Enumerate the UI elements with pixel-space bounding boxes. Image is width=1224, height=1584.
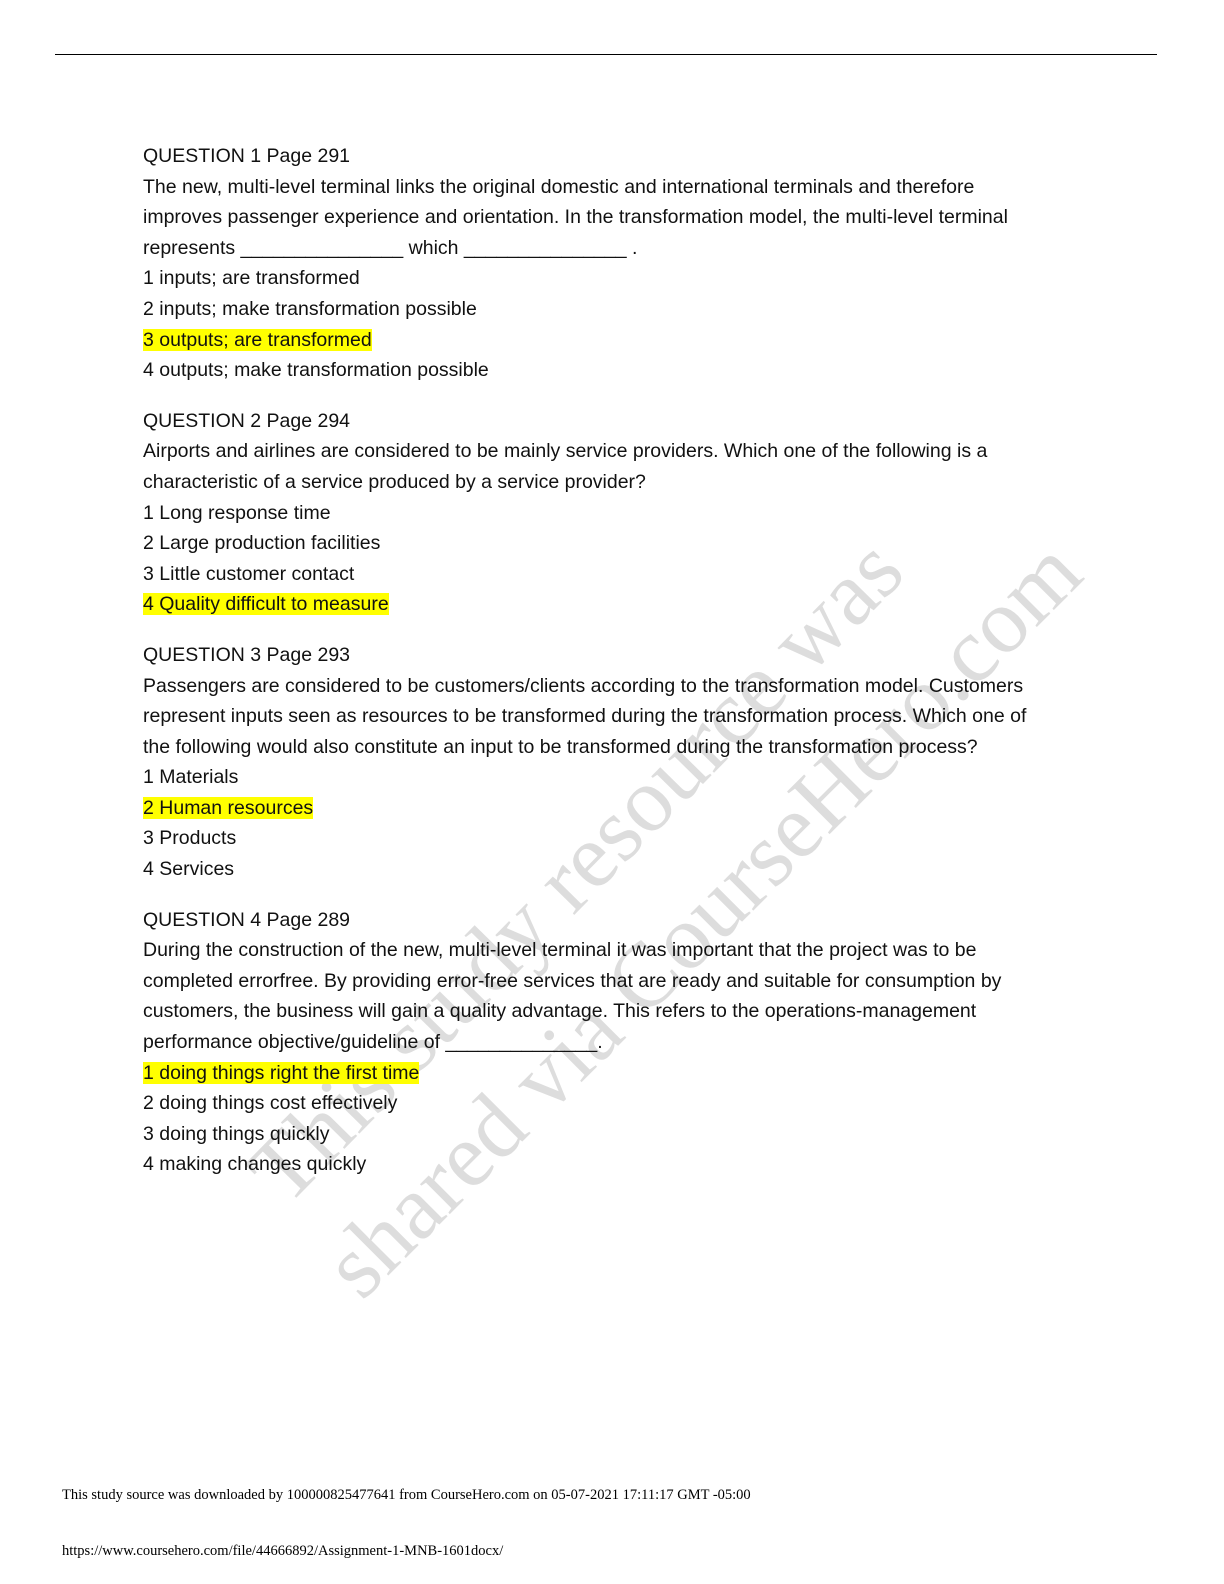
question-text-line: performance objective/guideline of _____… (143, 1031, 603, 1054)
question-text-line: completed errorfree. By providing error-… (143, 969, 1002, 992)
question-header: QUESTION 2 Page 294 (143, 409, 351, 432)
question-text-line: the following would also constitute an i… (143, 735, 978, 758)
answer-option-row: 4 Quality difficult to measure (143, 589, 1143, 620)
answer-option: 1 Long response time (143, 501, 331, 524)
source-url[interactable]: https://www.coursehero.com/file/44666892… (62, 1543, 504, 1559)
question-text-line: improves passenger experience and orient… (143, 206, 1008, 229)
answer-option-highlighted: 1 doing things right the first time (143, 1061, 420, 1084)
question-text-line: During the construction of the new, mult… (143, 939, 977, 962)
answer-option: 4 Services (143, 858, 235, 881)
answer-option-row: 1 Long response time (143, 498, 1143, 529)
answer-option-row: 2 doing things cost effectively (143, 1088, 1143, 1119)
answer-option-row: 2 inputs; make transformation possible (143, 294, 1143, 325)
question-text-line: The new, multi-level terminal links the … (143, 175, 975, 198)
answer-option: 4 making changes quickly (143, 1153, 367, 1176)
answer-option: 1 Materials (143, 766, 239, 789)
answer-option-row: 3 doing things quickly (143, 1119, 1143, 1150)
answer-option-row: 2 Human resources (143, 793, 1143, 824)
answer-option-highlighted: 3 outputs; are transformed (143, 328, 372, 351)
question-text-line: characteristic of a service produced by … (143, 470, 646, 493)
question-header: QUESTION 3 Page 293 (143, 643, 351, 666)
answer-option-row: 1 Materials (143, 762, 1143, 793)
question-text-line: represents _______________ which _______… (143, 236, 638, 259)
answer-option-row: 3 Products (143, 823, 1143, 854)
question-header: QUESTION 1 Page 291 (143, 145, 351, 167)
answer-option: 3 Products (143, 827, 237, 850)
answer-option-row: 1 inputs; are transformed (143, 263, 1143, 294)
answer-option-row: 4 outputs; make transformation possible (143, 355, 1143, 386)
question-text-line: Airports and airlines are considered to … (143, 440, 988, 463)
answer-option-highlighted: 2 Human resources (143, 796, 314, 819)
answer-option: 3 Little customer contact (143, 562, 355, 585)
answer-option: 2 inputs; make transformation possible (143, 297, 477, 320)
answer-option-row: 1 doing things right the first time (143, 1058, 1143, 1089)
question-text-line: customers, the business will gain a qual… (143, 1000, 977, 1023)
answer-option-row: 4 Services (143, 854, 1143, 885)
answer-option-row: 2 Large production facilities (143, 528, 1143, 559)
answer-option-row: 3 outputs; are transformed (143, 325, 1143, 356)
answer-option: 2 Large production facilities (143, 532, 381, 555)
answer-option-row: 3 Little customer contact (143, 559, 1143, 590)
download-note: This study source was downloaded by 1000… (62, 1487, 751, 1503)
answer-option: 3 doing things quickly (143, 1122, 330, 1145)
question-text-line: represent inputs seen as resources to be… (143, 705, 1027, 728)
question-header: QUESTION 4 Page 289 (143, 908, 351, 931)
answer-option-row: 4 making changes quickly (143, 1149, 1143, 1180)
answer-option: 2 doing things cost effectively (143, 1092, 398, 1115)
answer-option: 1 inputs; are transformed (143, 267, 360, 290)
answer-option: 4 outputs; make transformation possible (143, 359, 489, 382)
answer-option-highlighted: 4 Quality difficult to measure (143, 593, 389, 616)
header-rule (55, 54, 1157, 55)
question-text-line: Passengers are considered to be customer… (143, 674, 1024, 697)
